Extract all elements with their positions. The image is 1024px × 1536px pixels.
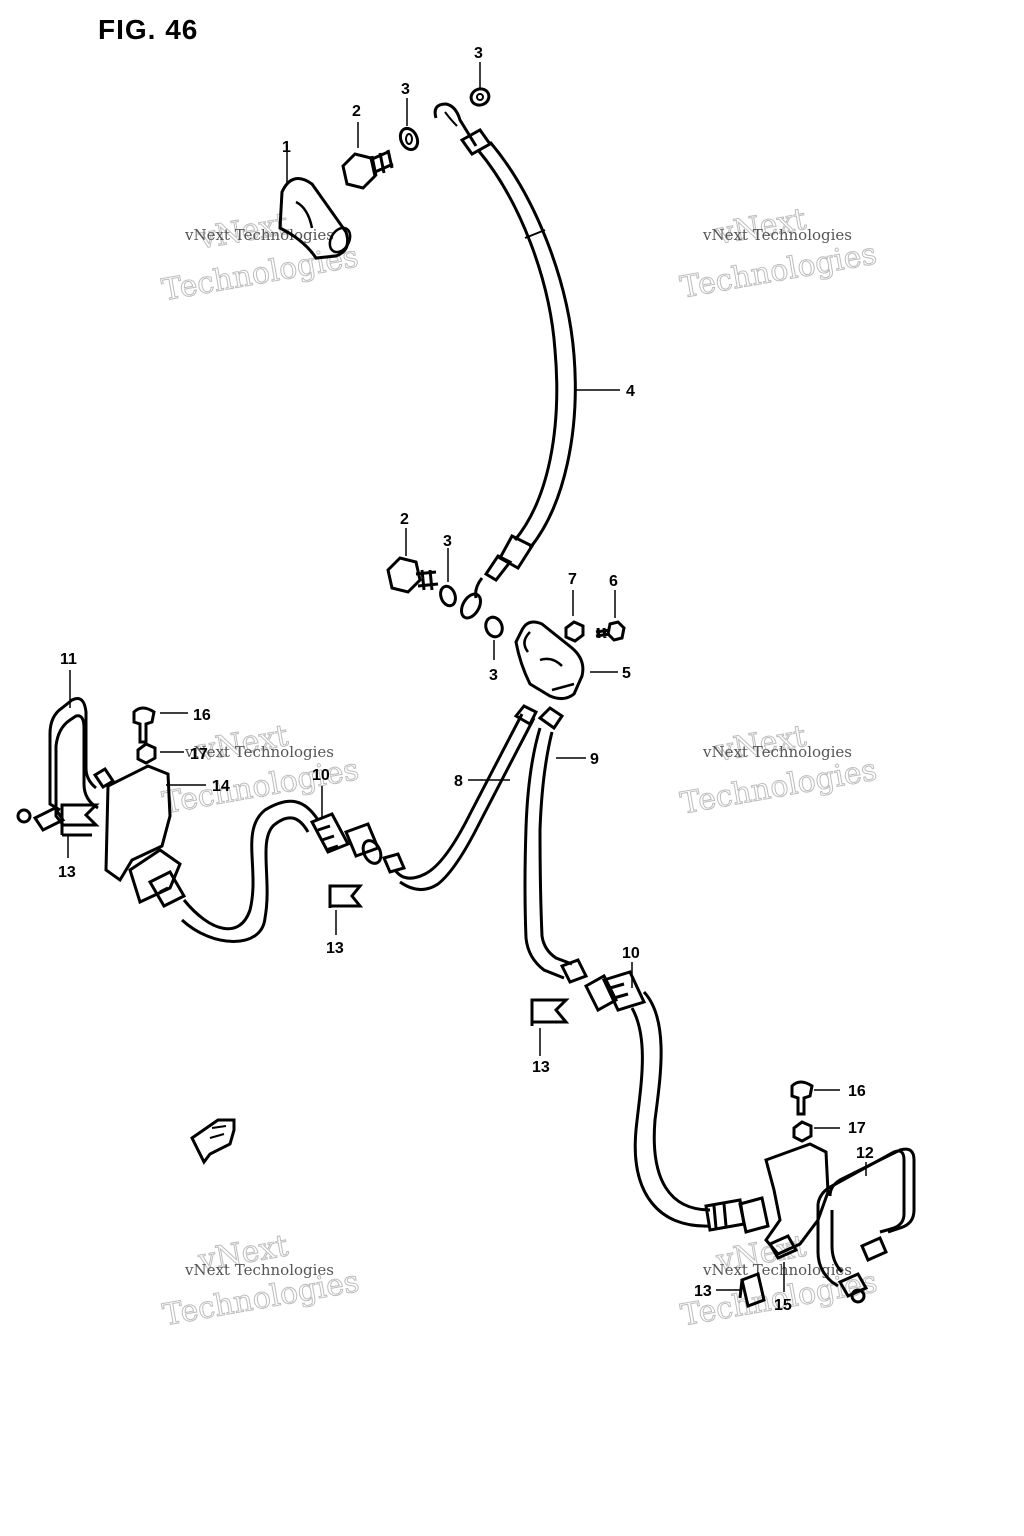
callout-4: 4: [626, 383, 635, 400]
watermark-bottom-left: vNext Technologies vNext Technologies: [160, 1228, 363, 1334]
svg-text:Technologies: Technologies: [678, 753, 880, 822]
svg-text:vNext Technologies: vNext Technologies: [702, 1261, 852, 1279]
callout-16-right: 16: [848, 1083, 866, 1100]
front-direction-arrow-icon: [190, 1118, 236, 1165]
part-3-washer-mid-a: [439, 548, 457, 608]
part-7-nut: [564, 590, 585, 643]
part-13-clip-left-b: [328, 884, 364, 935]
callout-3-top-a: 3: [401, 81, 410, 98]
part-3-washer-top-a: [398, 98, 420, 152]
svg-text:vNext Technologies: vNext Technologies: [702, 226, 852, 244]
part-1-union-block: [278, 145, 352, 260]
callout-10-left: 10: [312, 767, 330, 784]
callout-14: 14: [212, 778, 230, 795]
callout-3-mid-a: 3: [443, 533, 452, 550]
part-16-bolt-left: [132, 706, 188, 744]
part-12-brake-pipe-right: [816, 1147, 916, 1304]
part-9-brake-pipe: [523, 706, 589, 984]
part-10-brake-hose-right: [584, 962, 770, 1234]
watermark-bottom-right: vNext Technologies vNext Technologies: [678, 1228, 881, 1334]
part-8-brake-pipe: [381, 704, 539, 891]
callout-6: 6: [609, 573, 618, 590]
svg-text:vNext Technologies: vNext Technologies: [184, 226, 334, 244]
watermark-top-right: vNext Technologies vNext Technologies: [677, 201, 880, 306]
svg-text:Technologies: Technologies: [678, 237, 880, 306]
svg-text:vNext Technologies: vNext Technologies: [184, 1261, 334, 1279]
callout-3-mid-b: 3: [489, 667, 498, 684]
callout-2-mid: 2: [400, 511, 409, 528]
part-3-washer-top-b: [469, 62, 491, 107]
part-13-clip-left-a: [60, 803, 100, 858]
watermark-mid-right: vNext Technologies vNext Technologies: [677, 718, 880, 822]
part-2-union-bolt-mid: [386, 528, 439, 594]
callout-labels: 1 2 3 3 3 4 2 3 7 6 5 11 16 17 14 10 8 9…: [58, 45, 874, 1314]
part-13-clip-mid: [530, 998, 570, 1056]
part-10-brake-hose-left: [147, 786, 383, 943]
callout-8: 8: [454, 773, 463, 790]
part-2-union-bolt-top: [341, 122, 394, 190]
part-17-nut-right: [792, 1120, 840, 1143]
part-4-brake-hose: [433, 102, 620, 620]
figure-title: FIG. 46: [98, 14, 199, 45]
callout-11: 11: [60, 651, 77, 668]
callout-17-left: 17: [190, 746, 208, 763]
callout-13-right: 13: [694, 1283, 712, 1300]
callout-10-right: 10: [622, 945, 640, 962]
part-16-bolt-right: [790, 1080, 840, 1116]
callout-3-top-b: 3: [474, 45, 483, 62]
callout-7: 7: [568, 571, 577, 588]
callout-5: 5: [622, 665, 631, 682]
callout-13-left-a: 13: [58, 864, 76, 881]
part-15-bracket-right: [764, 1142, 830, 1292]
callout-13-mid: 13: [532, 1059, 550, 1076]
part-13-clip-right: [716, 1271, 766, 1309]
callout-9: 9: [590, 751, 599, 768]
part-3-washer-mid-b: [484, 615, 504, 660]
callout-17-right: 17: [848, 1120, 866, 1137]
callout-12: 12: [856, 1145, 874, 1162]
part-14-bracket-left: [104, 764, 206, 905]
watermark-mid-left: vNext Technologies vNext Technologies: [159, 718, 362, 822]
callout-1: 1: [282, 139, 291, 156]
callout-2-top: 2: [352, 103, 361, 120]
svg-text:vNext Technologies: vNext Technologies: [184, 743, 334, 761]
part-5-brake-hose-joint: [514, 620, 618, 701]
callout-13-left-b: 13: [326, 940, 344, 957]
callout-15: 15: [774, 1297, 792, 1314]
callout-16-left: 16: [193, 707, 211, 724]
part-17-nut-left: [136, 742, 184, 765]
part-6-bolt: [595, 590, 626, 642]
svg-text:vNext Technologies: vNext Technologies: [702, 743, 852, 761]
